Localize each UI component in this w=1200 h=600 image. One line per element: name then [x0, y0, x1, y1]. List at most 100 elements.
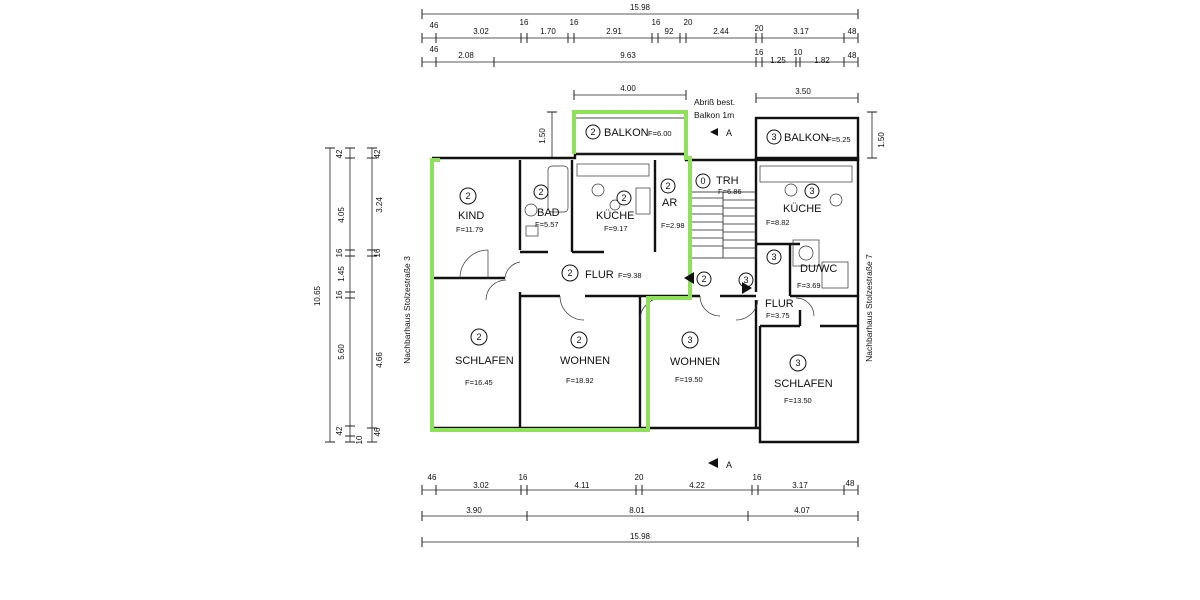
room-unit-number: 2 — [576, 335, 581, 345]
room-area: F=6.86 — [718, 187, 742, 196]
room-area: F=5.57 — [535, 220, 559, 229]
dim-top-r2-9: 2.44 — [713, 27, 729, 36]
room-unit-number: 3 — [687, 335, 692, 345]
dim-balcony-left-width: 4.00 — [620, 84, 636, 93]
room-area: F=19.50 — [675, 375, 703, 384]
room-name: KIND — [458, 210, 484, 222]
doors — [459, 249, 815, 321]
staircase — [689, 191, 757, 259]
dim-top-r2-3: 1.70 — [540, 27, 556, 36]
room-name: DU/WC — [800, 263, 837, 275]
dim-top-r3-5: 10 — [794, 48, 803, 57]
room-name: AR — [662, 197, 677, 209]
room-area: F=2.98 — [661, 221, 685, 230]
room-kueche-left: 2 KÜCHE F=9.17 — [596, 190, 635, 233]
room-name: WOHNEN — [670, 356, 720, 368]
fixtures — [524, 163, 853, 289]
room-area: F=11.79 — [456, 225, 483, 234]
room-name: FLUR — [585, 269, 614, 281]
dim-top-r3-1: 2.08 — [458, 51, 474, 60]
dim-bottom-r1-6: 16 — [753, 473, 762, 482]
room-name: BALKON — [784, 132, 829, 144]
dim-top-r2-8: 20 — [684, 18, 693, 27]
room-area: F=8.82 — [766, 218, 790, 227]
room-unit-number: 3 — [771, 252, 776, 262]
room-wohnen-right: 3 WOHNEN F=19.50 — [670, 331, 720, 384]
dim-top-r3-4: 1.25 — [770, 56, 786, 65]
dim-left-outer-7: 10 — [355, 435, 364, 444]
room-unit-number: 3 — [809, 186, 814, 196]
dim-bottom-r1-0: 46 — [428, 473, 437, 482]
dim-balcony-left-depth: 1.50 — [538, 128, 547, 144]
room-unit-number: 3 — [743, 275, 748, 285]
room-kueche-right: 3 KÜCHE F=8.82 — [766, 183, 822, 227]
dim-bottom-r2-0: 3.90 — [466, 506, 482, 515]
room-area: F=13.50 — [784, 396, 812, 405]
room-name: SCHLAFEN — [455, 355, 514, 367]
room-unit-number: 2 — [465, 191, 470, 201]
room-du-wc: 3 DU/WC F=3.69 — [766, 249, 837, 290]
dim-bottom-r2-2: 4.07 — [794, 506, 810, 515]
room-unit-number: 3 — [771, 132, 776, 142]
room-unit-number: 2 — [476, 332, 481, 342]
room-name: TRH — [716, 175, 739, 187]
room-kind: 2 KIND F=11.79 — [456, 187, 484, 234]
entry-markers: 2 — [684, 271, 752, 294]
room-area: F=6.00 — [648, 129, 672, 138]
dim-left-total: 10.65 — [313, 285, 322, 306]
room-balkon-right: 3 BALKON F=5.25 — [766, 129, 851, 145]
room-flur-right: 3 FLUR F=3.75 — [738, 272, 794, 320]
room-ar: 2 AR F=2.98 — [660, 178, 685, 230]
room-name: FLUR — [765, 298, 794, 310]
dim-top-total: 15.98 — [630, 3, 651, 12]
bottom-dimensions: 46 3.02 16 4.11 20 4.22 16 3.17 48 3.90 … — [421, 473, 859, 547]
dim-left-outer-4: 16 — [335, 290, 344, 299]
room-area: F=3.75 — [766, 311, 790, 320]
dim-left-outer-1: 4.05 — [337, 207, 346, 223]
dim-top-r2-10: 20 — [755, 24, 764, 33]
dim-top-r2-12: 48 — [848, 27, 857, 36]
room-name: KÜCHE — [783, 203, 822, 215]
room-area: F=5.25 — [827, 135, 851, 144]
room-name: KÜCHE — [596, 210, 635, 222]
note-line2: Balkon 1m — [694, 110, 734, 120]
room-balkon-left: 2 BALKON F=6.00 — [585, 124, 672, 140]
dim-bottom-r2-1: 8.01 — [629, 506, 645, 515]
dim-top-r3-0: 46 — [430, 45, 439, 54]
room-unit-number: 2 — [538, 187, 543, 197]
dim-top-r3-2: 9.63 — [620, 51, 636, 60]
room-unit-number: 2 — [665, 181, 670, 191]
dim-bottom-r1-8: 48 — [846, 479, 855, 488]
room-name: WOHNEN — [560, 355, 610, 367]
room-flur-left: 2 FLUR F=9.38 — [561, 264, 642, 282]
unit-highlight — [430, 110, 692, 432]
dim-bottom-r1-5: 4.22 — [689, 481, 705, 490]
room-schlafen-right: 3 SCHLAFEN F=13.50 — [774, 354, 833, 405]
dim-bottom-r1-7: 3.17 — [792, 481, 808, 490]
room-wohnen-left: 2 WOHNEN F=18.92 — [560, 331, 610, 385]
room-trh: 0 TRH F=6.86 — [695, 173, 742, 196]
dim-top-r3-3: 16 — [755, 48, 764, 57]
dim-top-r3-7: 48 — [848, 51, 857, 60]
dim-balcony-right-width: 3.50 — [795, 87, 811, 96]
dim-bottom-r1-2: 16 — [519, 473, 528, 482]
dim-bottom-total: 15.98 — [630, 532, 651, 541]
dim-top-r2-4: 16 — [570, 18, 579, 27]
room-name: BAD — [537, 207, 560, 219]
dim-top-r2-7: 92 — [665, 27, 674, 36]
dim-left-outer-2: 16 — [335, 248, 344, 257]
room-unit-number: 2 — [567, 268, 572, 278]
dim-left-inner-4: 46 — [373, 427, 382, 436]
dim-left-outer-6: 42 — [335, 426, 344, 435]
entry-marker-2: 2 — [701, 274, 706, 284]
room-bad: 2 BAD F=5.57 — [533, 184, 560, 229]
dim-top-r2-2: 16 — [520, 18, 529, 27]
dim-left-outer-5: 5.60 — [337, 344, 346, 360]
dim-balcony-right-depth: 1.50 — [877, 132, 886, 148]
dim-bottom-r1-4: 20 — [635, 473, 644, 482]
section-mark-top: A — [726, 128, 732, 138]
dim-bottom-r1-1: 3.02 — [473, 481, 489, 490]
room-unit-number: 2 — [590, 127, 595, 137]
room-area: F=9.17 — [604, 224, 628, 233]
